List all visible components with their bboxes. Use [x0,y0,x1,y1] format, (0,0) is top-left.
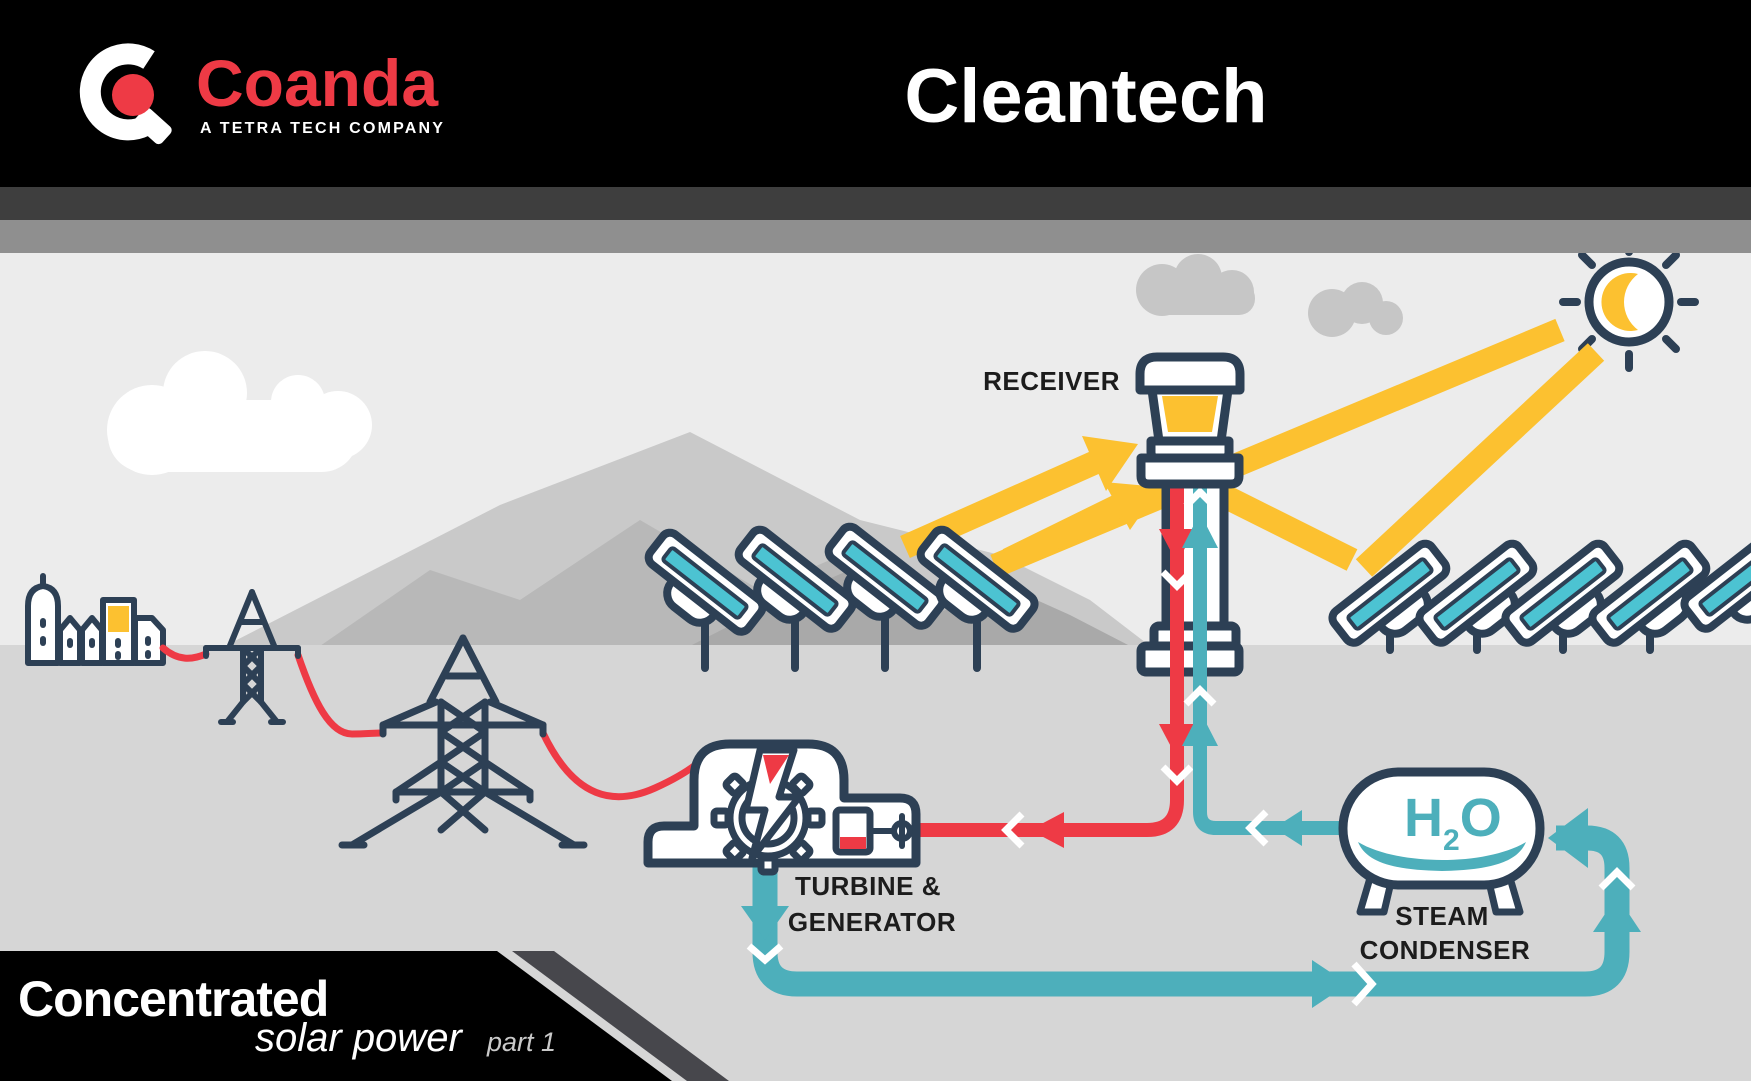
sunbeam-to-right-field [1355,343,1605,577]
hot-fluid-pipe [912,484,1195,849]
heliostat-field-right [1328,525,1751,654]
heliostat-field-left [644,522,1039,672]
condensate-pipe [1182,484,1352,847]
heliostat-mirror-icon [1680,525,1751,633]
condenser-label-line1: STEAM [1395,901,1489,931]
turbine-label-line1: TURBINE & [795,871,941,901]
heliostat-mirror-icon [916,525,1039,672]
page-title: Cleantech [904,54,1267,139]
stripe-dark [0,187,1751,220]
stripe-light [0,220,1751,253]
lightning-bolt-icon [742,746,803,862]
header-bar [0,0,1751,187]
coanda-logo: Coanda A TETRA TECH COMPANY [79,43,445,145]
banner-title: Concentrated [18,971,328,1027]
reflected-beam-arrow-2 [1002,482,1160,571]
power-line-wire-2 [294,651,387,738]
turbine-generator-icon [643,739,921,876]
city-skyline-icon [25,573,166,666]
transmission-tower-icon [203,589,301,725]
steam-pipe [741,808,1641,1008]
heliostat-mirror-icon [1415,539,1538,654]
heliostat-mirror-icon [644,528,767,672]
receiver-head [1135,352,1245,489]
gray-cloud-icon [1136,254,1255,316]
oil-tank-icon [832,806,913,856]
transmission-tower-icon [338,634,588,849]
condenser-water [1358,842,1526,871]
receiver-label: RECEIVER [983,366,1120,396]
heliostat-mirror-icon [824,522,947,672]
banner-part: part 1 [486,1027,556,1057]
steam-condenser-icon: H2O [1338,767,1545,916]
condenser-label-line2: CONDENSER [1360,935,1531,965]
power-line-wire-1 [159,644,210,662]
brand-name: Coanda [196,46,439,120]
sunbeam-arrows [900,318,1605,578]
heliostat-mirror-icon [734,525,857,672]
sun-icon [1559,236,1699,372]
banner-subtitle: solar power [255,1016,463,1060]
banner-stripe [512,951,729,1081]
heliostat-mirror-icon [1328,539,1451,654]
heliostat-mirror-icon [1588,539,1711,654]
power-line-wire-3 [539,729,702,801]
h2o-label: H2O [1404,788,1502,857]
logo-mark-icon [79,43,172,145]
reflected-beam-right [1206,479,1358,571]
footer-banner: Concentrated solar power part 1 [0,951,729,1081]
brand-tagline: A TETRA TECH COMPANY [200,120,445,137]
pipe-network [741,484,1641,1008]
turbine-label-line2: GENERATOR [788,907,956,937]
heliostat-mirror-icon [1501,539,1624,654]
gray-cloud-small-icon [1308,282,1403,337]
banner-shape [0,951,672,1081]
cloud-icon [107,351,372,475]
